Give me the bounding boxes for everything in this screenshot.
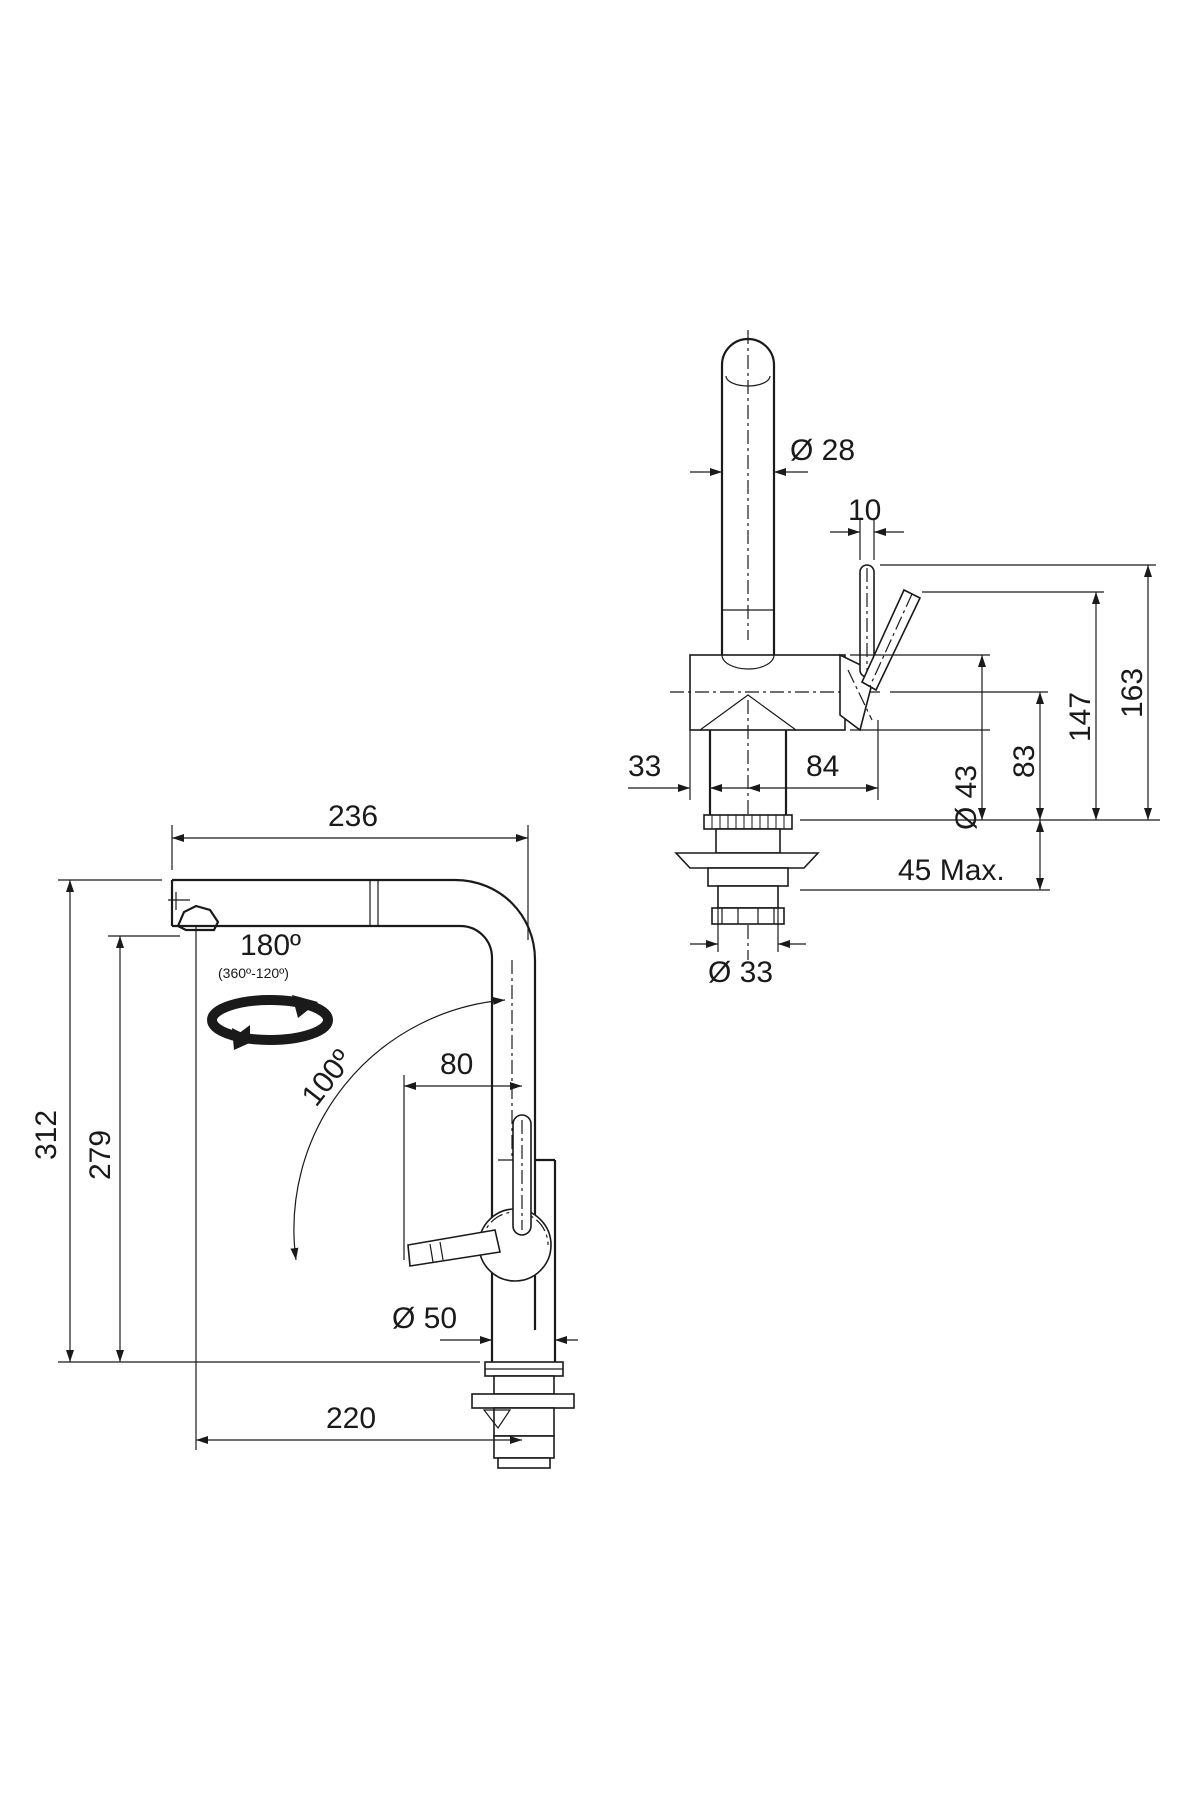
dim-diameter-28: Ø 28 [690,434,855,476]
svg-text:80: 80 [440,1048,473,1081]
dim-10: 10 [830,494,904,560]
dim-147: 147 [922,591,1104,820]
dim-45-max: 45 Max. [800,820,1050,891]
svg-text:Ø 33: Ø 33 [708,956,773,989]
dim-diameter-33: Ø 33 [690,908,806,989]
rotation-arrow-icon [207,995,333,1050]
dim-84: 84 [748,720,879,800]
dim-220: 220 [195,936,522,1450]
front-body [670,654,880,960]
dim-80: 80 [403,1048,522,1260]
svg-text:33: 33 [628,750,661,783]
front-spout [720,330,776,655]
svg-text:Ø 50: Ø 50 [392,1302,457,1335]
front-lever [839,564,922,732]
rotation-range-label: (360º-120º) [218,965,289,981]
svg-text:236: 236 [328,800,378,833]
dim-33: 33 [628,730,748,800]
svg-text:Ø 43: Ø 43 [950,765,983,830]
side-spout [168,878,537,1330]
svg-text:45 Max.: 45 Max. [898,854,1005,887]
side-body [407,1114,575,1469]
svg-text:83: 83 [1008,745,1041,778]
dim-diameter-50: Ø 50 [392,1302,578,1344]
svg-text:84: 84 [806,750,839,783]
svg-text:147: 147 [1064,692,1097,742]
dim-236: 236 [171,800,529,940]
side-view: 180º (360º-120º) 100º 236 312 279 [30,800,578,1469]
front-view: Ø 28 10 33 84 Ø 43 [628,330,1160,989]
lever-angle-label: 100º [296,1044,360,1112]
svg-text:Ø 28: Ø 28 [790,434,855,467]
dim-163: 163 [880,564,1156,820]
svg-text:220: 220 [326,1402,376,1435]
dim-312: 312 [30,879,480,1363]
rotation-angle-label: 180º [240,929,301,962]
svg-text:279: 279 [84,1130,117,1180]
lever-angle-arc [290,997,506,1261]
dim-diameter-43: Ø 43 [850,654,990,830]
dim-279: 279 [84,935,180,1362]
svg-text:10: 10 [848,494,881,527]
svg-text:312: 312 [30,1110,63,1160]
svg-text:163: 163 [1116,668,1149,718]
dim-83: 83 [800,691,1160,821]
